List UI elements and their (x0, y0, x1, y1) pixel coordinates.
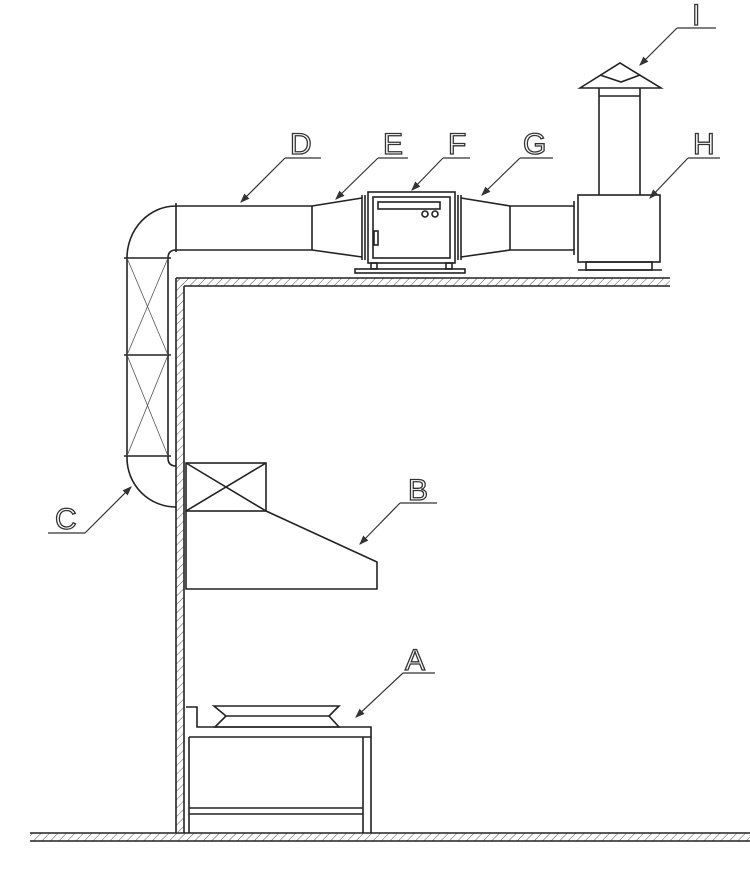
label-a: A (355, 643, 435, 718)
label-c-text: C (55, 503, 77, 536)
label-b: B (359, 473, 437, 545)
chimney-cap (577, 62, 664, 195)
label-c: C (48, 486, 132, 537)
label-f-text: F (448, 128, 466, 161)
label-e: E (335, 127, 408, 200)
label-i-text: I (692, 0, 700, 32)
label-h-text: H (693, 128, 715, 161)
label-i: I (639, 0, 716, 66)
label-d: D (240, 127, 321, 203)
exhaust-fan (577, 194, 662, 271)
label-a-text: A (405, 644, 425, 677)
stove (186, 705, 372, 833)
wall (175, 278, 185, 833)
outlet-transition (457, 195, 575, 260)
floor (30, 832, 750, 842)
purifier-unit (354, 191, 466, 274)
label-d-text: D (290, 128, 312, 161)
label-b-text: B (408, 474, 428, 507)
label-g: G (481, 127, 553, 196)
label-g-text: G (523, 128, 546, 161)
label-e-text: E (383, 128, 403, 161)
vertical-duct (124, 205, 177, 508)
label-h: H (649, 127, 720, 199)
roof-slab (176, 277, 670, 287)
horizontal-duct (175, 203, 313, 252)
label-f: F (411, 127, 470, 191)
range-hood (185, 462, 378, 590)
inlet-transition (311, 195, 366, 260)
